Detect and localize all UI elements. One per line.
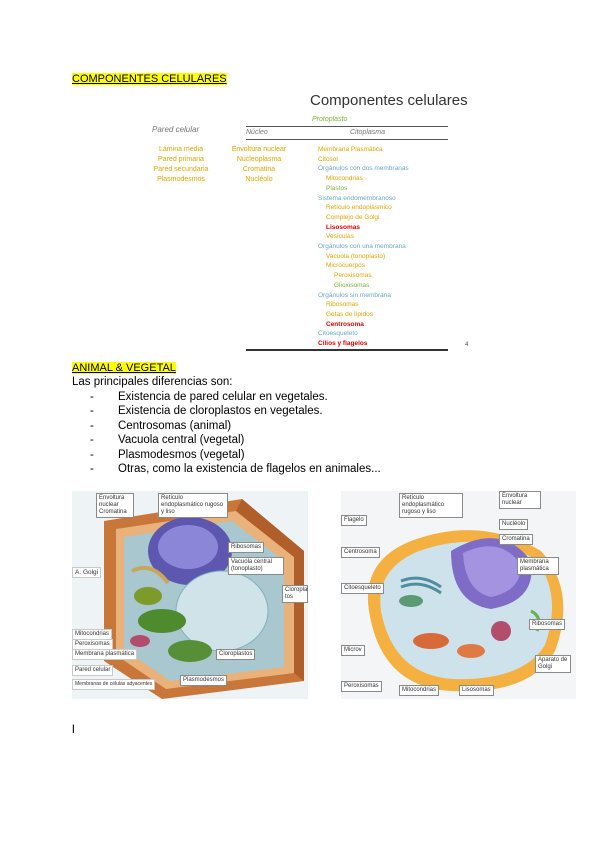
protoplasto-rule xyxy=(246,126,448,127)
plant-cell-image: Envoltura nuclear Cromatina Retículo end… xyxy=(72,491,308,699)
citoplasma-item: Cilios y flagelos xyxy=(318,339,409,349)
nucleo-item: Envoltura nuclear xyxy=(224,145,294,155)
citoplasma-item: Plastos xyxy=(318,184,409,194)
animal-label-nucleolo: Nucléolo xyxy=(499,519,528,530)
protoplasto-label: Protoplasto xyxy=(312,115,347,125)
plant-label-vacuola: Vacuola central (tonoplasto) xyxy=(228,557,284,575)
heading-animal-vegetal: ANIMAL & VEGETAL xyxy=(72,362,176,374)
animal-label-citoesqueleto: Citoesqueleto xyxy=(341,583,384,594)
plant-label-membranas-adyacentes: Membranas de células adyacentes xyxy=(72,679,155,690)
pared-item: Lámina media xyxy=(150,145,212,155)
plant-label-pared: Pared celular xyxy=(72,665,113,676)
animal-label-membrana: Membrana plasmática xyxy=(517,557,559,575)
citoplasma-item: Microcuerpos xyxy=(318,261,409,271)
citoplasma-item: Lisosomas xyxy=(318,223,409,233)
nucleo-item: Nucléolo xyxy=(224,175,294,185)
citoplasma-item: Citosol xyxy=(318,155,409,165)
text-cursor-mark: l xyxy=(72,722,75,736)
citoplasma-item: Peroxisomas xyxy=(318,271,409,281)
animal-label-envoltura: Envoltura nuclear xyxy=(499,491,541,509)
slide-title: Componentes celulares xyxy=(310,92,468,109)
pared-item: Pared secundaria xyxy=(150,165,212,175)
animal-label-ribosomas: Ribosomas xyxy=(529,619,565,630)
citoplasma-item: Complejo de Golgi xyxy=(318,213,409,223)
citoplasma-item: Orgánulos sin membrana xyxy=(318,291,409,301)
plant-label-plasmodesmos: Plasmodesmos xyxy=(180,675,227,686)
citoplasma-item: Orgánulos con dos membranas xyxy=(318,164,409,174)
difference-item: Plasmodesmos (vegetal) xyxy=(72,448,381,463)
bottom-rule xyxy=(246,349,448,351)
nucleo-title: Núcleo xyxy=(246,128,268,138)
plant-label-envoltura: Envoltura nuclear Cromatina xyxy=(96,493,134,518)
plant-label-golgi: A. Golgi xyxy=(72,567,101,578)
difference-item: Vacuola central (vegetal) xyxy=(72,433,381,448)
slide-page-number: 4 xyxy=(465,340,468,350)
plant-label-ribosomas: Ribosomas xyxy=(228,542,264,553)
animal-label-lisosomas: Lisosomas xyxy=(459,685,494,696)
citoplasma-item: Glioxisomas xyxy=(318,281,409,291)
difference-item: Existencia de cloroplastos en vegetales. xyxy=(72,404,381,419)
animal-label-peroxisomas: Peroxisomas xyxy=(341,681,382,692)
citoplasma-item: Vesículas xyxy=(318,232,409,242)
citoplasma-item: Ribosomas xyxy=(318,300,409,310)
citoplasma-item: Retículo endoplásmico xyxy=(318,203,409,213)
plant-label-cloroplastos: Cloroplastos xyxy=(216,649,255,660)
animal-label-centrosoma: Centrosoma xyxy=(341,547,380,558)
citoplasma-item: Sistema endomembranoso xyxy=(318,194,409,204)
differences-block: Las principales diferencias son: Existen… xyxy=(72,375,381,477)
animal-label-cromatina: Cromatina xyxy=(499,534,533,545)
nucleo-item: Cromatina xyxy=(224,165,294,175)
citoplasma-title: Citoplasma xyxy=(350,128,385,138)
pared-title: Pared celular xyxy=(152,125,199,135)
citoplasma-item: Membrana Plasmática xyxy=(318,145,409,155)
animal-label-reticulo: Retículo endoplasmático rugoso y liso xyxy=(399,493,463,518)
citoplasma-item: Mitocondrias xyxy=(318,174,409,184)
animal-label-flagelo: Flagelo xyxy=(341,515,367,526)
heading-componentes: COMPONENTES CELULARES xyxy=(72,73,227,85)
componentes-slide: Componentes celulares Protoplasto Pared … xyxy=(150,88,480,353)
citoplasma-item: Vacuola (tonoplasto) xyxy=(318,252,409,262)
plant-label-reticulo: Retículo endoplasmático rugoso y liso xyxy=(158,493,228,518)
header-rule xyxy=(246,139,448,140)
differences-list: Existencia de pared celular en vegetales… xyxy=(72,390,381,477)
plant-label-membrana: Membrana plasmática xyxy=(72,649,137,660)
difference-item: Otras, como la existencia de flagelos en… xyxy=(72,462,381,477)
intro-text: Las principales diferencias son: xyxy=(72,375,381,390)
nucleo-item: Nucleoplasma xyxy=(224,155,294,165)
citoplasma-item: Centrosoma xyxy=(318,320,409,330)
animal-label-mitocondrias: Mitocondrias xyxy=(399,685,439,696)
animal-cell-image: Retículo endoplasmático rugoso y liso En… xyxy=(341,491,576,699)
pared-item: Plasmodesmos xyxy=(150,175,212,185)
citoplasma-item: Orgánulos con una membrana xyxy=(318,242,409,252)
difference-item: Existencia de pared celular en vegetales… xyxy=(72,390,381,405)
citoplasma-item: Citoesqueleto xyxy=(318,329,409,339)
citoplasma-item: Gotas de lípidos xyxy=(318,310,409,320)
pared-item: Pared primaria xyxy=(150,155,212,165)
animal-label-golgi: Aparato de Golgi xyxy=(535,655,571,673)
plant-label-cloroplastos-side: Cloroplas tos xyxy=(282,585,308,603)
difference-item: Centrosomas (animal) xyxy=(72,419,381,434)
animal-label-microv: Microv xyxy=(341,645,365,656)
